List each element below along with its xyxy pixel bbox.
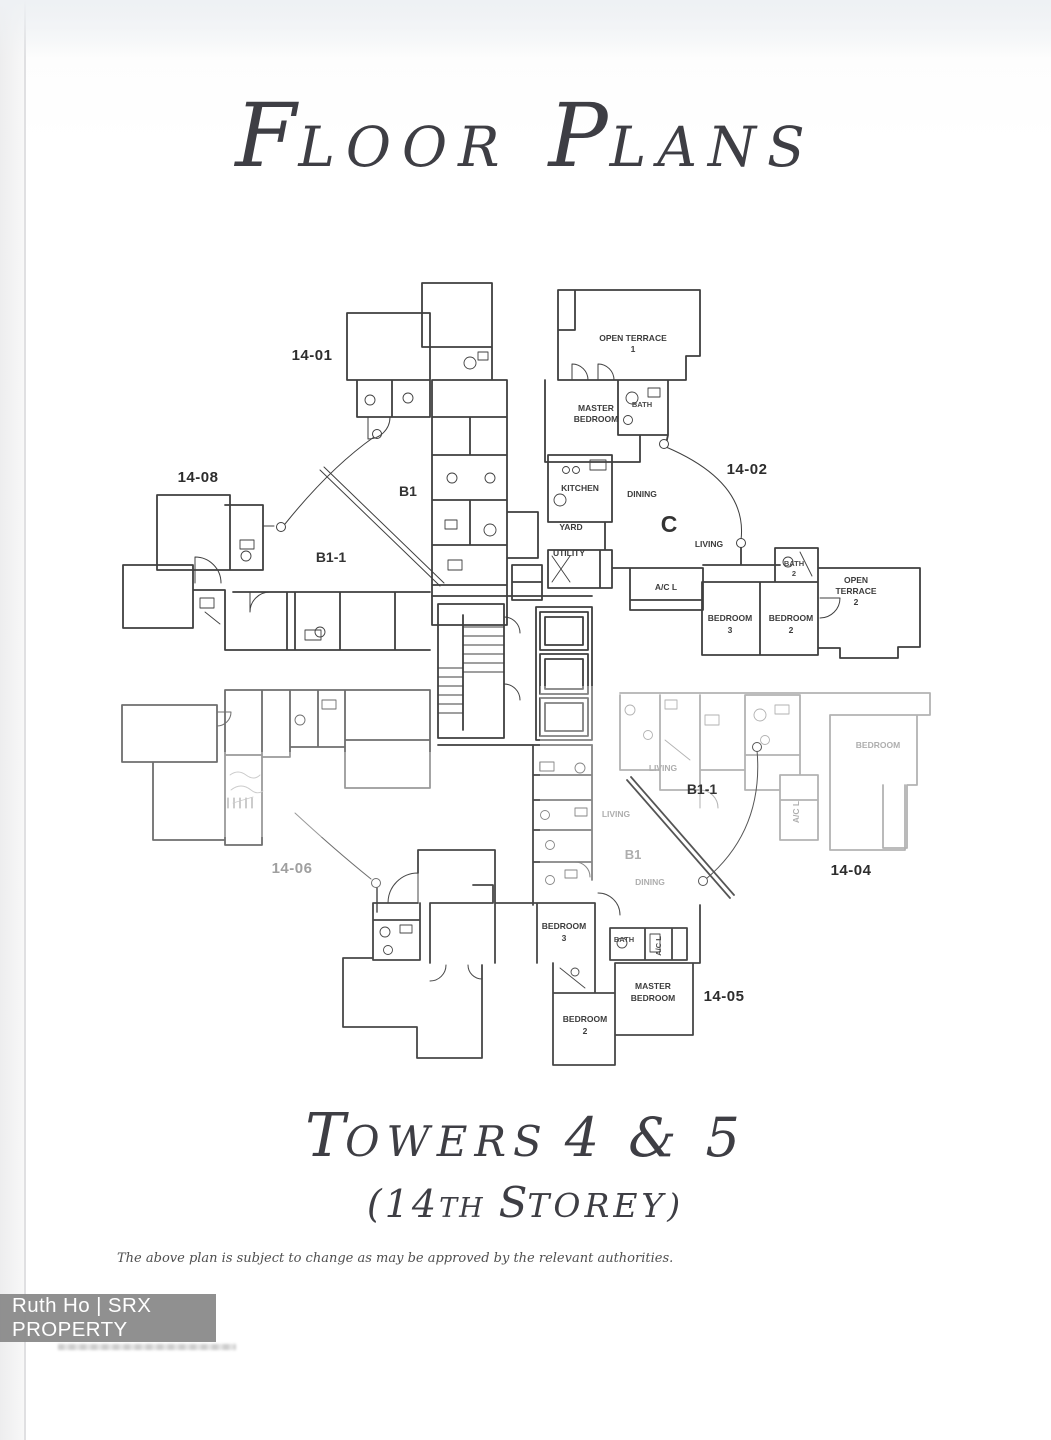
room-label-bath-2-num: 2 — [792, 569, 796, 578]
room-label-open-terrace-2-a: OPEN — [844, 575, 868, 585]
room-label-ac-ledge-lower: A/C L — [654, 936, 663, 956]
room-label-bedroom-2-lower-num: 2 — [583, 1026, 588, 1036]
room-label-master-bedroom-upper-2: BEDROOM — [574, 414, 618, 424]
room-label-bedroom-3-lower-num: 3 — [562, 933, 567, 943]
room-label-ac-ledge-upper: A/C L — [655, 582, 677, 592]
room-label-living-14-04: LIVING — [649, 763, 678, 773]
title-word-plans: LANS — [609, 115, 816, 179]
watermark-badge: Ruth Ho | SRX PROPERTY — [0, 1294, 216, 1342]
title-initial-f: F — [235, 84, 299, 187]
storey-part-2: TH — [439, 1193, 485, 1224]
unit-type-b1-upper: B1 — [399, 483, 417, 499]
lower-bottom-unit-walls — [342, 744, 701, 1066]
storey-part-3: S — [498, 1178, 528, 1227]
room-label-dining-upper: DINING — [627, 489, 657, 499]
plan-labels: 14-01 14-08 14-02 B1 B1-1 OPEN TERRACE 1… — [178, 333, 901, 1036]
scan-fade-veil-right — [540, 686, 955, 886]
room-label-bedroom-2-lower: BEDROOM — [563, 1014, 607, 1024]
room-label-bedroom-2-upper-num: 2 — [789, 625, 794, 635]
room-label-master-bedroom-lower-2: BEDROOM — [631, 993, 675, 1003]
room-label-master-bedroom-lower-1: MASTER — [635, 981, 671, 991]
room-label-utility: UTILITY — [553, 548, 585, 558]
room-label-kitchen: KITCHEN — [561, 483, 599, 493]
disclaimer-text: The above plan is subject to change as m… — [117, 1251, 674, 1266]
unit-number-14-06: 14-06 — [272, 860, 313, 877]
unit-number-14-05: 14-05 — [704, 988, 745, 1005]
room-label-bedroom-3-upper: BEDROOM — [708, 613, 752, 623]
upper-left-unit-walls — [122, 429, 445, 651]
room-label-bedroom-3-lower: BEDROOM — [542, 921, 586, 931]
room-label-open-terrace-1-num: 1 — [631, 344, 636, 354]
room-label-bedroom-2-upper: BEDROOM — [769, 613, 813, 623]
lower-diagonal-walls — [626, 742, 762, 899]
upper-right-unit-walls — [544, 289, 921, 659]
central-core-walls — [431, 564, 593, 746]
room-label-open-terrace-2-b: TERRACE — [835, 586, 876, 596]
room-label-bedroom-3-upper-num: 3 — [728, 625, 733, 635]
unit-type-b1-1-lower: B1-1 — [687, 781, 718, 797]
room-label-bath-upper: BATH — [632, 400, 652, 409]
towers-rest: OWERS — [345, 1117, 549, 1166]
towers-numbers: 4 & 5 — [564, 1106, 746, 1169]
room-label-master-bedroom-upper-1: MASTER — [578, 403, 614, 413]
title-word-floor: LOOR — [298, 115, 511, 179]
unit-type-b1-1-upper: B1-1 — [316, 549, 347, 565]
scan-fade-veil-left — [222, 752, 472, 837]
title-initial-p: P — [548, 84, 610, 187]
scan-smudge-line — [58, 1344, 236, 1350]
unit-type-b1-lower: B1 — [625, 847, 642, 862]
watermark-label: Ruth Ho | SRX PROPERTY — [12, 1294, 152, 1341]
scan-artifact-paper-edge — [24, 0, 26, 1440]
room-label-ac-ledge-14-04: A/C L — [791, 801, 801, 823]
plan-subtitle-storey: (14TH STOREY) — [0, 1178, 1051, 1227]
unit-number-14-04: 14-04 — [831, 862, 872, 879]
storey-part-4: TOREY) — [527, 1186, 685, 1225]
room-label-living-14-05: LIVING — [602, 809, 631, 819]
top-unit-walls — [346, 282, 539, 626]
scan-artifact-top-haze — [0, 0, 1051, 58]
room-label-bath-lower: BATH — [614, 935, 634, 944]
room-label-dining-lower: DINING — [635, 877, 665, 887]
unit-number-14-01: 14-01 — [292, 347, 333, 364]
unit-number-14-08: 14-08 — [178, 469, 219, 486]
scan-artifact-left-haze — [0, 0, 24, 1440]
room-label-open-terrace-2-num: 2 — [854, 597, 859, 607]
unit-type-c: C — [661, 511, 678, 537]
towers-initial: T — [305, 1101, 346, 1171]
unit-number-14-02: 14-02 — [727, 461, 768, 478]
lower-left-unit-walls — [121, 689, 431, 913]
lower-right-unit-walls — [619, 692, 931, 851]
room-label-bedroom-14-04: BEDROOM — [856, 740, 900, 750]
room-label-bath-2: BATH — [784, 559, 804, 568]
room-label-living-upper: LIVING — [695, 539, 724, 549]
room-label-yard: YARD — [559, 522, 582, 532]
room-label-open-terrace-1: OPEN TERRACE — [599, 333, 667, 343]
storey-part-1: (14 — [366, 1182, 440, 1226]
